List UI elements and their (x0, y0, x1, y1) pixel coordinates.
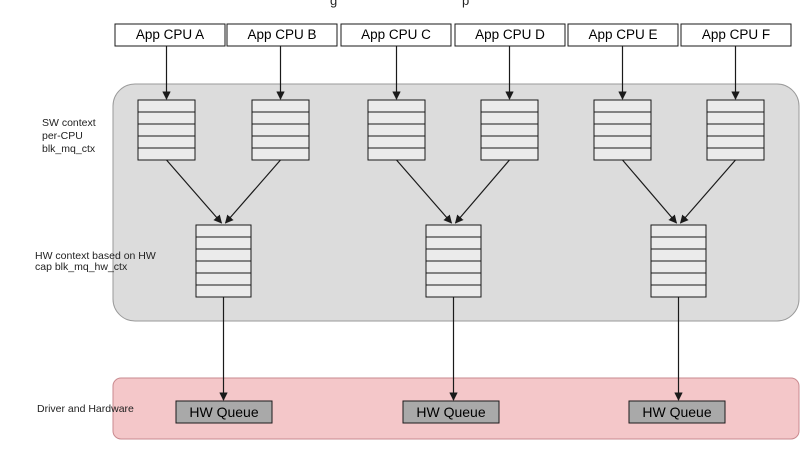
hw-ctx-queue-cell (425, 236, 482, 250)
cpu-label-f: App CPU F (701, 27, 771, 42)
arrow-sw-to-hw-5 (622, 159, 678, 224)
sw-queue-cell (706, 123, 765, 137)
sw-queue-d (480, 99, 539, 161)
sw-queue-cell (593, 135, 652, 149)
sw-queue-cell (706, 99, 765, 113)
sw-context-line1: SW context (42, 117, 96, 129)
sw-queue-cell (706, 111, 765, 125)
hw-ctx-queue-cell (425, 248, 482, 262)
cpu-label-e: App CPU E (588, 27, 658, 42)
hw-queue-label-3: HW Queue (642, 404, 712, 420)
sw-queue-cell (251, 135, 310, 149)
cpu-label-d: App CPU D (475, 27, 545, 42)
sw-queue-cell (367, 135, 426, 149)
sw-queue-cell (593, 123, 652, 137)
hw-queue-box-1 (175, 400, 273, 424)
sw-queue-cell (706, 147, 765, 161)
sw-queue-cell (480, 147, 539, 161)
hw-ctx-queue-cell (195, 224, 252, 238)
cpu-box-b (226, 23, 338, 47)
hw-ctx-queue-cell (425, 272, 482, 286)
sw-queue-cell (137, 135, 196, 149)
hw-ctx-queue-cell (650, 224, 707, 238)
cpu-label-b: App CPU B (247, 27, 317, 42)
hw-queue-box-3 (628, 400, 726, 424)
hw-queue-label-2: HW Queue (416, 404, 486, 420)
sw-queue-cell (251, 111, 310, 125)
sw-queue-cell (480, 99, 539, 113)
hw-ctx-queue-cell (425, 260, 482, 274)
sw-queue-cell (480, 135, 539, 149)
hw-ctx-queue-cell (195, 284, 252, 298)
hw-ctx-queue-cell (195, 272, 252, 286)
hw-ctx-queue-3 (650, 224, 707, 298)
sw-queue-cell (593, 147, 652, 161)
hw-context-label: HW context based on HW cap blk_mq_hw_ctx (35, 251, 156, 273)
sw-context-line2: per-CPU (42, 130, 83, 142)
sw-queue-cell (251, 147, 310, 161)
sw-queue-cell (367, 99, 426, 113)
sw-queue-cell (593, 111, 652, 125)
sw-queue-b (251, 99, 310, 161)
sw-queue-cell (480, 123, 539, 137)
hw-ctx-queue-cell (650, 284, 707, 298)
hw-ctx-queue-1 (195, 224, 252, 298)
arrow-sw-to-hw-3 (396, 159, 453, 224)
hw-ctx-queue-cell (195, 248, 252, 262)
sw-queue-cell (480, 111, 539, 125)
hw-ctx-queue-2 (425, 224, 482, 298)
arrow-sw-to-hw-1 (166, 159, 223, 224)
hw-ctx-queue-cell (425, 284, 482, 298)
sw-queue-cell (593, 99, 652, 113)
sw-queue-e (593, 99, 652, 161)
sw-queue-cell (367, 147, 426, 161)
title-fragment-right: p (462, 0, 470, 8)
sw-queue-cell (137, 111, 196, 125)
sw-queue-cell (706, 135, 765, 149)
sw-queue-cell (251, 99, 310, 113)
arrow-sw-to-hw-6 (679, 159, 736, 224)
sw-queue-cell (137, 99, 196, 113)
sw-queue-cell (367, 123, 426, 137)
sw-queue-cell (251, 123, 310, 137)
sw-queue-c (367, 99, 426, 161)
hw-ctx-queue-cell (425, 224, 482, 238)
sw-queue-cell (137, 123, 196, 137)
sw-context-label: SW context per-CPU blk_mq_ctx (42, 117, 96, 156)
hw-context-line2: cap blk_mq_hw_ctx (35, 261, 128, 273)
hw-ctx-queue-cell (650, 248, 707, 262)
cpu-label-c: App CPU C (361, 27, 431, 42)
sw-queue-cell (367, 111, 426, 125)
title-fragment-left: g (330, 0, 338, 8)
hw-ctx-queue-cell (195, 236, 252, 250)
hw-queue-box-2 (402, 400, 500, 424)
hw-ctx-queue-cell (195, 260, 252, 274)
driver-hardware-label: Driver and Hardware (37, 403, 134, 415)
arrow-sw-to-hw-2 (224, 159, 281, 224)
hw-queue-label-1: HW Queue (189, 404, 259, 420)
cpu-label-a: App CPU A (135, 27, 205, 42)
hw-context-line1: HW context based on HW (35, 250, 156, 262)
sw-queue-a (137, 99, 196, 161)
hw-ctx-queue-cell (650, 236, 707, 250)
sw-queue-f (706, 99, 765, 161)
sw-queue-cell (137, 147, 196, 161)
cpu-box-a (114, 23, 226, 47)
sw-context-line3: blk_mq_ctx (42, 143, 96, 155)
arrow-sw-to-hw-4 (454, 159, 510, 224)
hw-ctx-queue-cell (650, 272, 707, 286)
hw-ctx-queue-cell (650, 260, 707, 274)
